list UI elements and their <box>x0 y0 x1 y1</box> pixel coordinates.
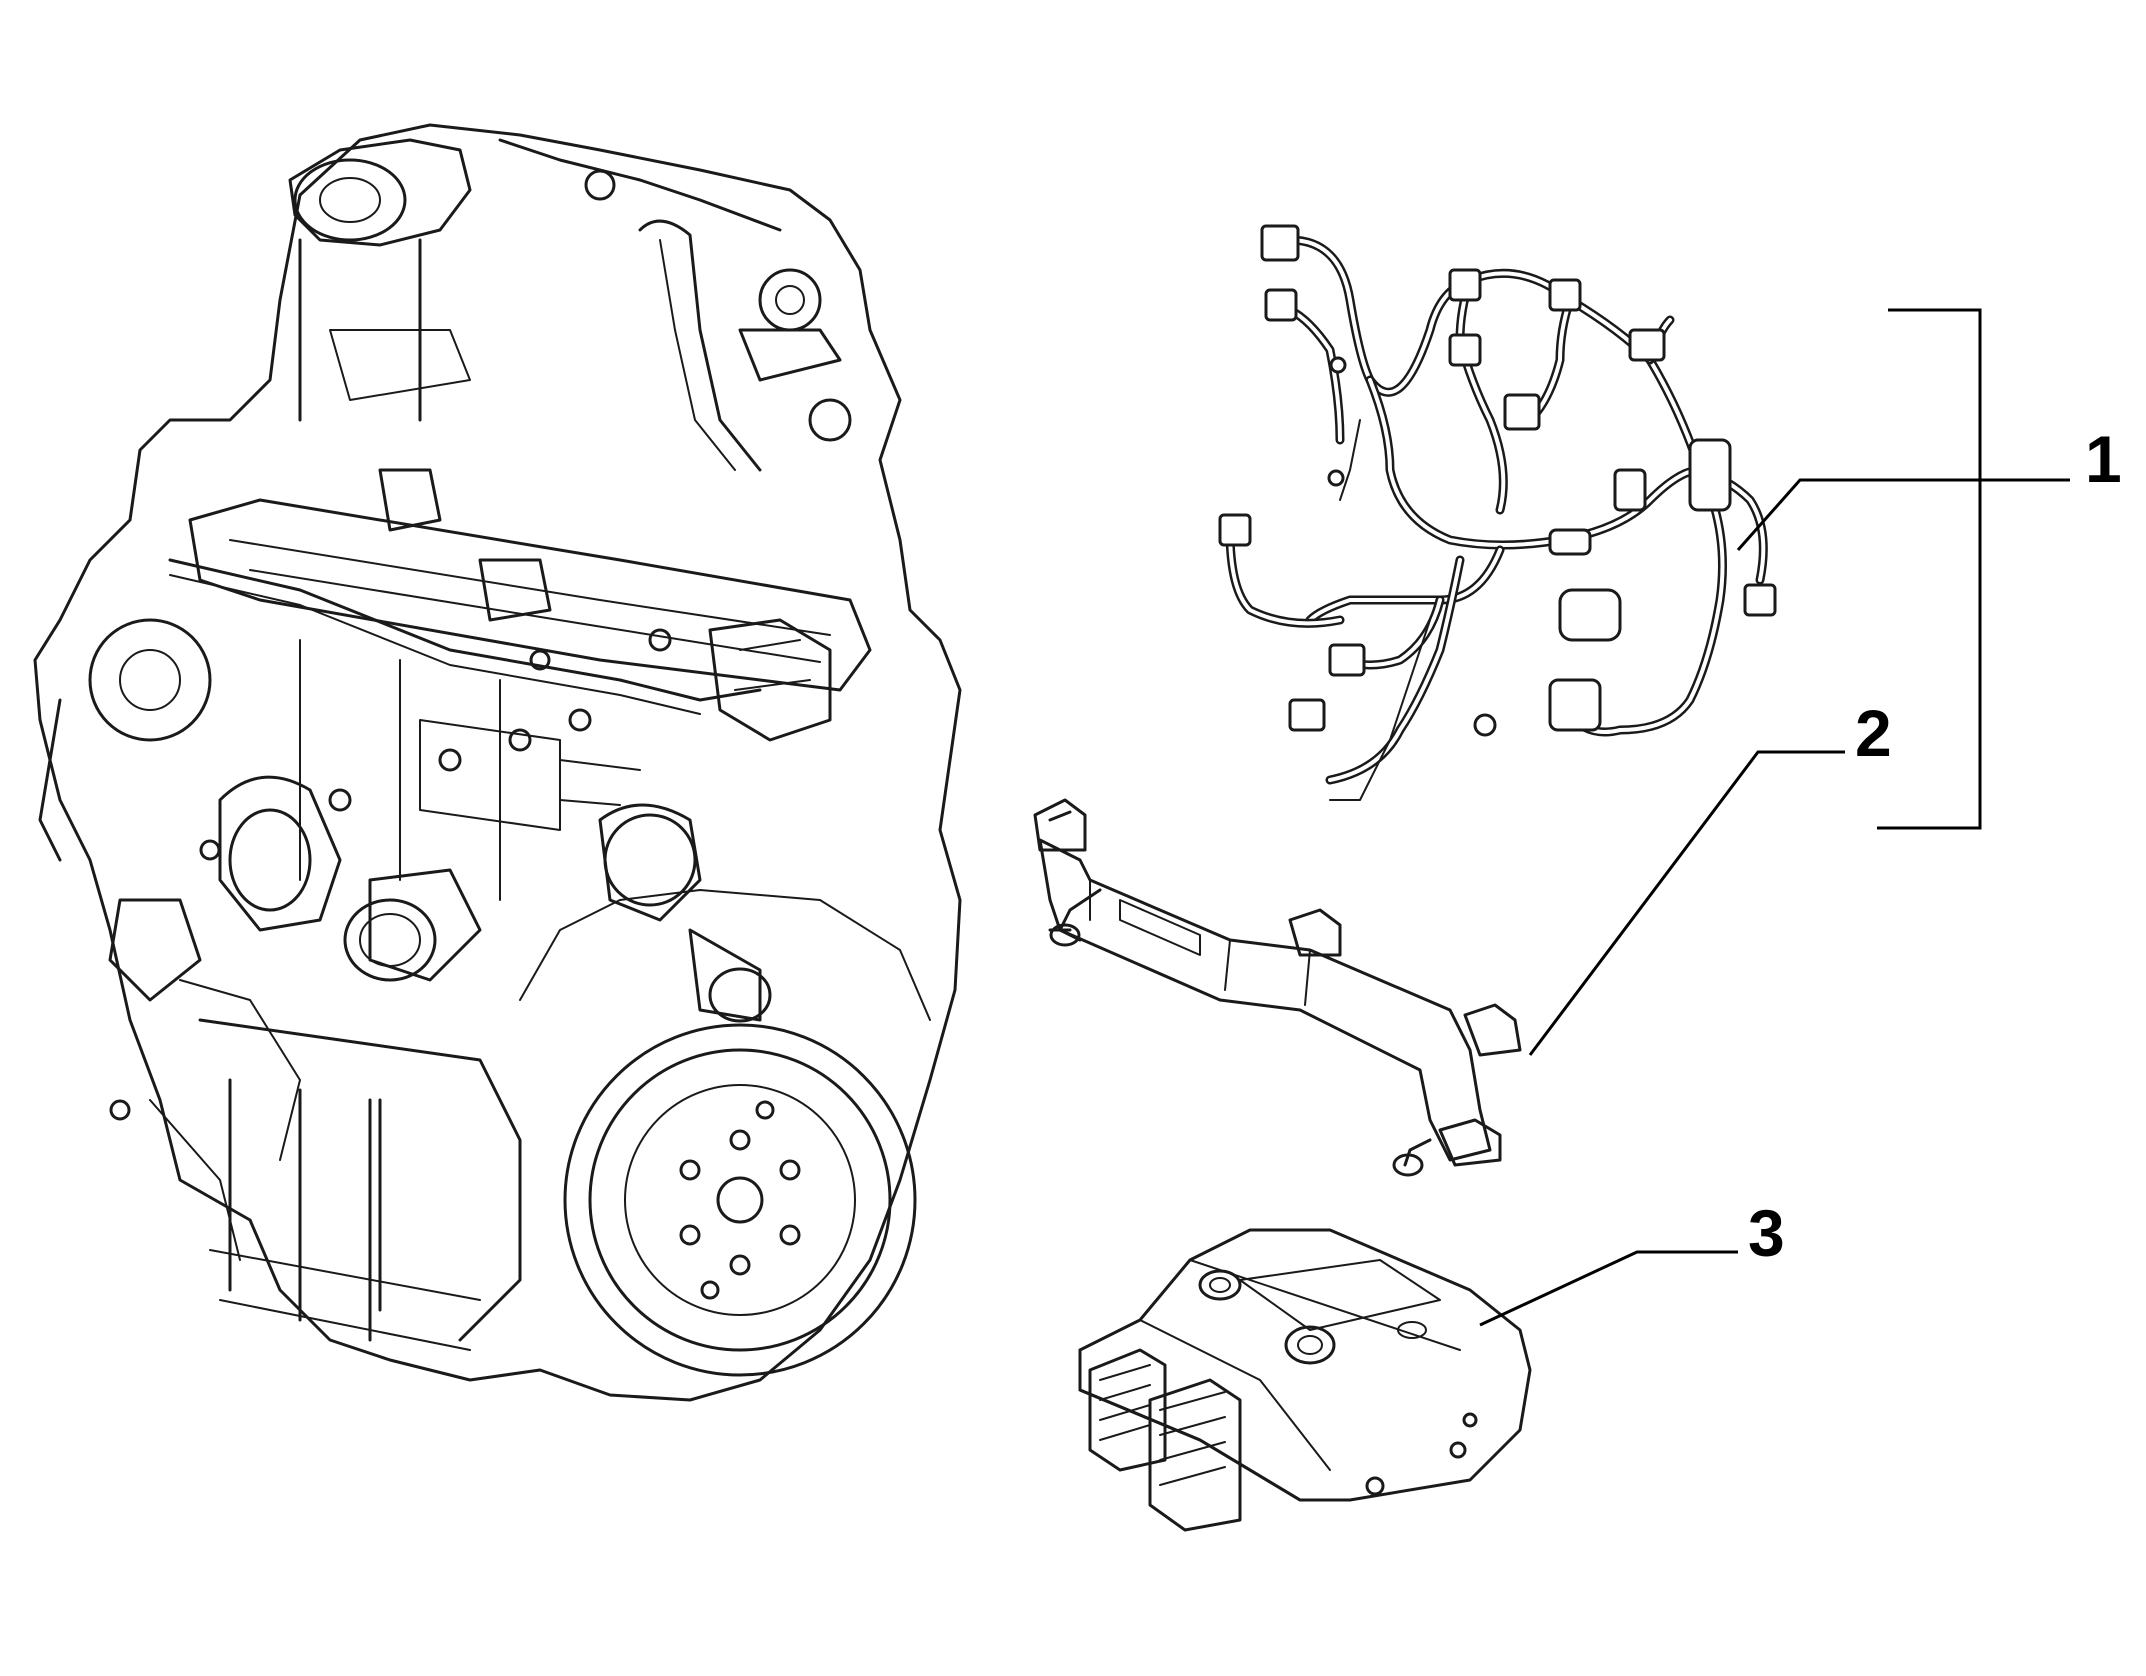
harness-bracket-illustration <box>1033 798 1522 1177</box>
wiring-harness-illustration <box>1218 224 1777 801</box>
bracket-group-1-2 <box>1877 308 1982 830</box>
engine-illustration <box>33 123 962 1402</box>
leader-line-2 <box>1528 750 1845 1056</box>
leader-lines <box>1479 308 2070 1327</box>
leader-line-1 <box>1736 478 2070 551</box>
callout-2: 2 <box>1855 696 1892 770</box>
leader-line-3 <box>1479 1250 1738 1327</box>
callout-1: 1 <box>2085 422 2122 496</box>
ecu-illustration <box>1078 1228 1532 1532</box>
callout-3: 3 <box>1748 1196 1785 1270</box>
